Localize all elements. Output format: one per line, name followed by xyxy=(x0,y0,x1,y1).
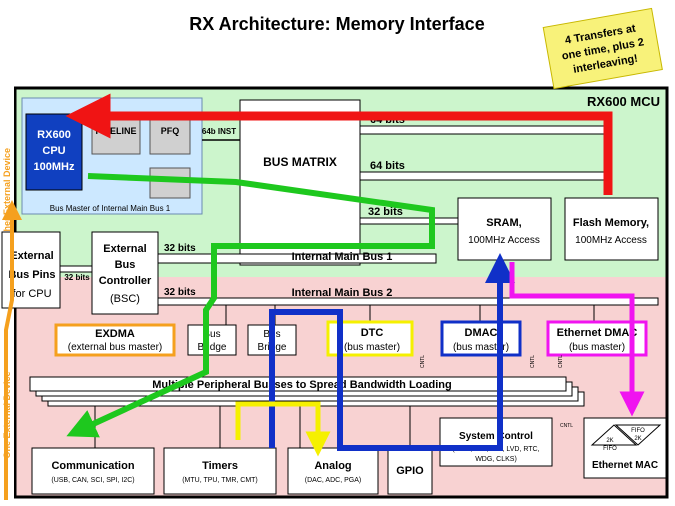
dmac-block xyxy=(440,320,522,357)
cpu-group-caption: Bus Master of Internal Main Bus 1 xyxy=(50,204,171,213)
bsc-bus2-label: 32 bits xyxy=(164,287,196,298)
flash-bus-64 xyxy=(359,125,611,135)
sram-line-2: 100MHz Access xyxy=(468,235,540,246)
pfq-label: PFQ xyxy=(161,126,180,136)
timers-sub: (MTU, TPU, TMR, CMT) xyxy=(182,477,258,484)
exdma-name: EXDMA xyxy=(95,328,135,340)
bridge1-line-1: Bus xyxy=(203,329,220,340)
cpu-sub-block xyxy=(149,167,191,199)
dmac-sub: (bus master) xyxy=(453,342,509,353)
eth-dmac-name: Ethernet DMAC xyxy=(557,327,638,339)
cntl-label-4: CNTL xyxy=(560,423,573,429)
periph-bus-layer-1 xyxy=(29,376,567,392)
analog-name: Analog xyxy=(314,460,351,472)
fifo-left-size: 2K xyxy=(606,438,613,444)
bus-matrix-label: BUS MATRIX xyxy=(263,155,337,169)
cntl-label-1: CNTL xyxy=(420,355,426,368)
gpio-block xyxy=(387,447,433,495)
flash-line-2: 100MHz Access xyxy=(575,235,647,246)
timers-name: Timers xyxy=(202,460,238,472)
syscontrol-line-2: WDG, CLKS) xyxy=(475,456,517,463)
orange-transfer-path xyxy=(2,200,22,500)
bsc-line-4: (BSC) xyxy=(110,293,140,305)
pipeline-label: PIPELINE xyxy=(95,126,136,136)
ext-bus-line xyxy=(59,265,93,273)
page-title: RX Architecture: Memory Interface xyxy=(189,14,484,34)
fifo-right-shape xyxy=(614,424,662,446)
ext-pins-line-1: External xyxy=(10,250,53,262)
cpu-line-3: 100MHz xyxy=(34,161,75,173)
flash-block xyxy=(564,197,659,261)
internal-bus-2 xyxy=(157,297,659,306)
dmac-name: DMAC xyxy=(465,327,498,339)
fifo-left-label: FIFO xyxy=(603,446,617,452)
syscontrol-name: System Control xyxy=(459,431,533,442)
ext-pins-line-2: Bus Pins xyxy=(8,269,55,281)
yellow-transfer-path xyxy=(235,401,331,457)
bsc-line-3: Controller xyxy=(99,275,152,287)
dtc-name: DTC xyxy=(361,327,384,339)
eth-dmac-sub: (bus master) xyxy=(569,342,625,353)
cpu-line-2: CPU xyxy=(42,145,65,157)
bridge1-line-2: Bridge xyxy=(198,342,227,353)
sram-line-1: SRAM, xyxy=(486,217,521,229)
blue-transfer-path xyxy=(269,253,515,451)
inst-bus-label: 64b INST xyxy=(202,127,236,136)
fifo-right-label: FIFO xyxy=(631,428,645,434)
cntl-label-3: CNTL xyxy=(558,355,564,368)
bsc-block xyxy=(91,231,159,315)
exdma-block xyxy=(54,323,176,357)
mcu-label: RX600 MCU xyxy=(587,94,660,109)
sticky-note-paper xyxy=(542,7,663,90)
internal-bus-1 xyxy=(157,253,437,264)
timers-block xyxy=(163,447,277,495)
mid-bus-64 xyxy=(359,171,609,181)
bsc-line-2: Bus xyxy=(115,259,136,271)
magenta-transfer-path xyxy=(509,262,645,417)
ethernet-mac-name: Ethernet MAC xyxy=(592,460,658,471)
ext-pins-line-3: for CPU xyxy=(12,288,51,300)
sram-block xyxy=(457,197,552,261)
flash-line-1: Flash Memory, xyxy=(573,217,649,229)
bus-bridge-1-block xyxy=(187,324,237,356)
cpu-line-1: RX600 xyxy=(37,129,71,141)
green-transfer-path xyxy=(66,173,435,438)
analog-sub: (DAC, ADC, PGA) xyxy=(305,477,361,484)
sticky-note: 4 Transfers at one time, plus 2 interlea… xyxy=(542,7,663,90)
cntl-label-2: CNTL xyxy=(530,355,536,368)
gpio-label: GPIO xyxy=(396,465,424,477)
system-control-block xyxy=(439,417,553,467)
bsc-bus1-label: 32 bits xyxy=(164,243,196,254)
communication-sub: (USB, CAN, SCI, SPI, I2C) xyxy=(51,477,134,484)
ext-bus-width-label: 32 bits xyxy=(64,273,90,282)
fifo-right-size: 2K xyxy=(634,436,641,442)
bus-64-mid-label: 64 bits xyxy=(370,160,405,172)
bsc-line-1: External xyxy=(103,243,146,255)
communication-block xyxy=(31,447,155,495)
analog-block xyxy=(287,447,379,495)
red-transfer-path xyxy=(65,93,613,195)
communication-name: Communication xyxy=(51,460,134,472)
internal-bus-1-label: Internal Main Bus 1 xyxy=(292,251,393,263)
sram-bus-32 xyxy=(359,217,459,225)
peripheral-bus-label: Multiple Peripheral Busses to Spread Ban… xyxy=(152,379,451,391)
internal-bus-2-label: Internal Main Bus 2 xyxy=(292,287,393,299)
bus-32-label: 32 bits xyxy=(368,206,403,218)
exdma-sub: (external bus master) xyxy=(68,342,162,353)
dtc-sub: (bus master) xyxy=(344,342,400,353)
fifo-left-shape xyxy=(590,424,638,446)
